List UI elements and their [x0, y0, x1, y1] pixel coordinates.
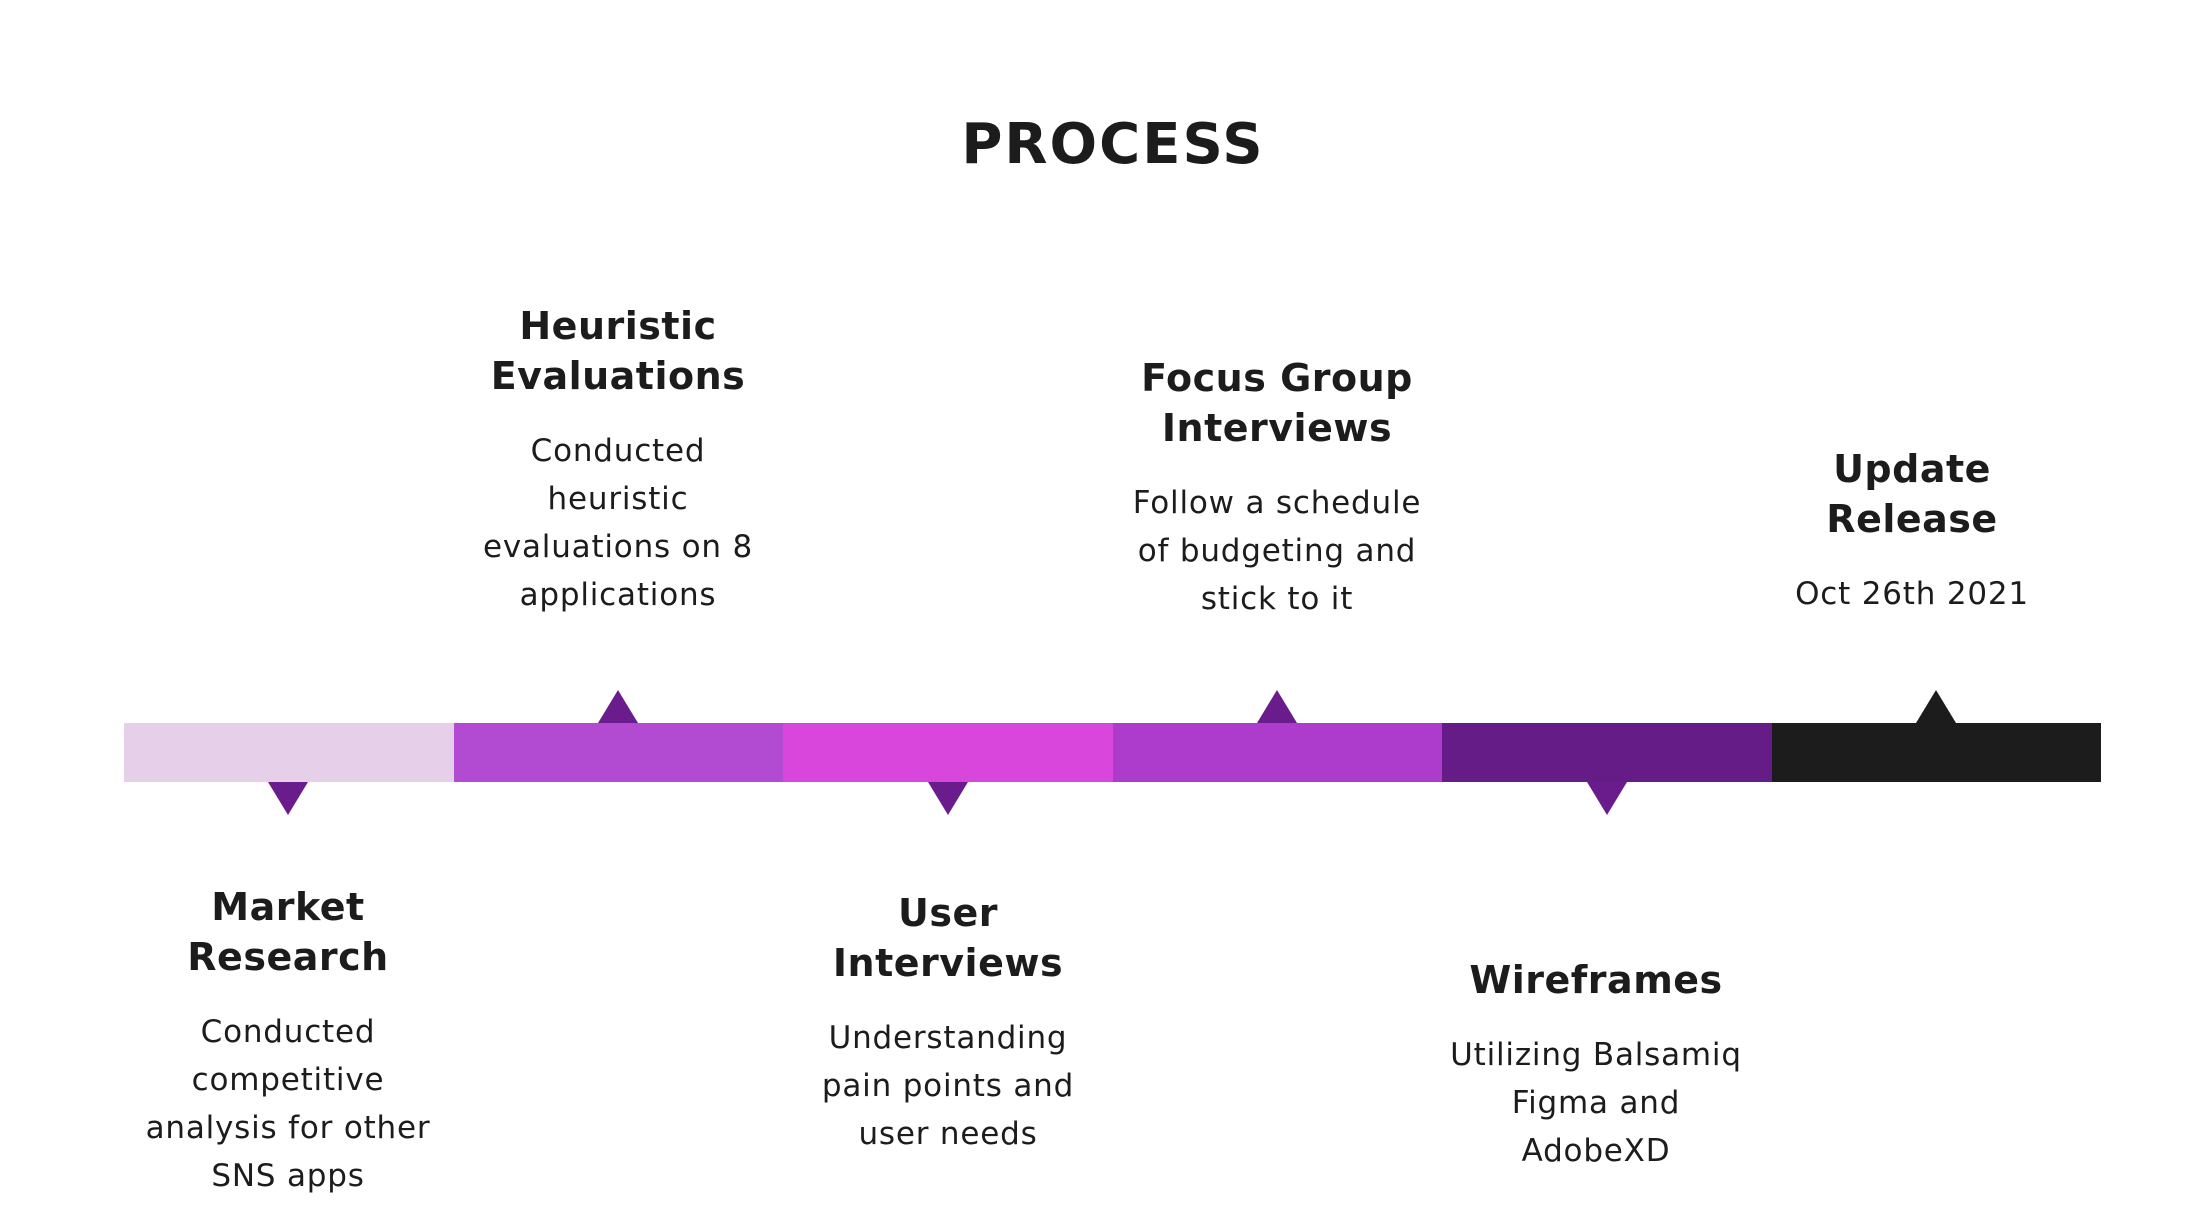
step-title: Update Release [1795, 444, 2029, 544]
step-title-line: Evaluations [490, 354, 746, 398]
marker-update-release [1916, 690, 1956, 723]
step-description-line: Utilizing Balsamiq [1450, 1037, 1742, 1073]
step-title-line: Release [1826, 497, 1998, 541]
step-description: Oct 26th 2021 [1795, 570, 2029, 618]
step-description: Conducted heuristic evaluations on 8 app… [483, 427, 753, 619]
step-focus-group-interviews: Focus Group Interviews Follow a schedule… [1133, 353, 1421, 623]
step-title-line: Heuristic [519, 304, 717, 348]
page-title: PROCESS [961, 112, 1265, 177]
step-title: Market Research [146, 882, 431, 982]
timeline-segment-update-release [1771, 723, 2101, 782]
step-description-line: AdobeXD [1521, 1133, 1671, 1169]
timeline-segment-focus-group-interviews [1112, 723, 1442, 782]
step-description-line: stick to it [1200, 581, 1354, 617]
marker-heuristic-evaluations [598, 690, 638, 723]
step-update-release: Update Release Oct 26th 2021 [1795, 444, 2029, 618]
step-description-line: Conducted [530, 433, 706, 469]
step-title-line: Update [1833, 447, 1991, 491]
step-title: Wireframes [1450, 955, 1742, 1005]
step-description-line: evaluations on 8 [482, 529, 754, 565]
step-description-line: Understanding [828, 1020, 1068, 1056]
step-title-line: Interviews [832, 941, 1064, 985]
step-market-research: Market Research Conducted competitive an… [146, 882, 431, 1200]
step-description: Utilizing Balsamiq Figma and AdobeXD [1450, 1031, 1742, 1175]
step-description-line: SNS apps [211, 1158, 365, 1194]
marker-wireframes [1587, 782, 1627, 815]
step-description-line: user needs [858, 1116, 1038, 1152]
marker-market-research [268, 782, 308, 815]
step-title-line: Wireframes [1469, 958, 1723, 1002]
timeline-segment-market-research [124, 723, 454, 782]
step-title-line: Interviews [1161, 406, 1393, 450]
timeline-bar [124, 723, 2101, 782]
marker-user-interviews [928, 782, 968, 815]
step-title-line: User [898, 891, 998, 935]
step-title: Focus Group Interviews [1133, 353, 1421, 453]
timeline-segment-user-interviews [783, 723, 1113, 782]
step-description-line: of budgeting and [1137, 533, 1417, 569]
step-description-line: heuristic [547, 481, 689, 517]
marker-focus-group-interviews [1257, 690, 1297, 723]
step-description-line: pain points and [821, 1068, 1075, 1104]
step-title: Heuristic Evaluations [483, 301, 753, 401]
step-description: Understanding pain points and user needs [822, 1014, 1074, 1158]
step-description-line: Conducted [200, 1014, 376, 1050]
step-heuristic-evaluations: Heuristic Evaluations Conducted heuristi… [483, 301, 753, 619]
step-description: Conducted competitive analysis for other… [146, 1008, 431, 1200]
step-description-line: Follow a schedule [1132, 485, 1422, 521]
step-description-line: Oct 26th 2021 [1795, 576, 2029, 612]
timeline-segment-wireframes [1442, 723, 1772, 782]
step-user-interviews: User Interviews Understanding pain point… [822, 888, 1074, 1158]
step-description-line: Figma and [1511, 1085, 1681, 1121]
step-title-line: Research [187, 935, 389, 979]
step-description-line: analysis for other [145, 1110, 431, 1146]
step-description-line: applications [519, 577, 717, 613]
step-title: User Interviews [822, 888, 1074, 988]
step-description: Follow a schedule of budgeting and stick… [1133, 479, 1421, 623]
step-description-line: competitive [191, 1062, 385, 1098]
step-title-line: Focus Group [1141, 356, 1413, 400]
step-wireframes: Wireframes Utilizing Balsamiq Figma and … [1450, 955, 1742, 1175]
step-title-line: Market [211, 885, 365, 929]
timeline-segment-heuristic-evaluations [453, 723, 783, 782]
